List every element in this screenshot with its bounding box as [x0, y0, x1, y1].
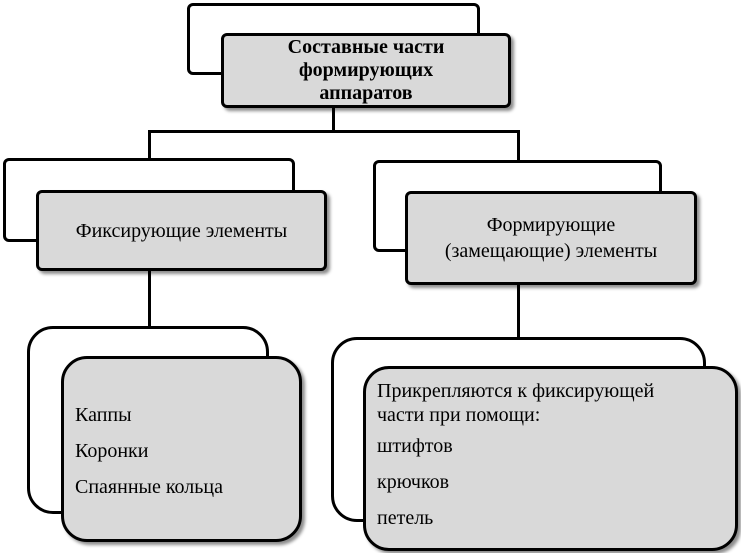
root-node: Составные части формирующих аппаратов: [221, 33, 511, 108]
right-list-item: штифтов: [377, 435, 453, 457]
root-title-line: Составные части: [287, 36, 445, 58]
connector-left-down: [148, 130, 151, 160]
connector-left-to-list: [148, 270, 151, 328]
right-category-label-line: Формирующие: [486, 214, 616, 236]
left-category-label: Фиксирующие элементы: [75, 219, 288, 242]
right-intro-line: части при помощи:: [377, 404, 541, 426]
right-category-label-line: (замещающие) элементы: [444, 240, 658, 262]
left-category-node: Фиксирующие элементы: [36, 190, 327, 271]
connector-root-down: [332, 104, 335, 132]
right-category-node: Формирующие (замещающие) элементы: [405, 191, 697, 285]
connector-right-to-list: [517, 284, 520, 340]
right-list-node: Прикрепляются к фиксирующей части при по…: [363, 366, 738, 551]
root-title-line: аппаратов: [319, 82, 413, 104]
right-list-item: петель: [377, 507, 434, 529]
right-list-item: крючков: [377, 471, 450, 493]
left-list-item: Каппы: [75, 404, 132, 426]
left-list-node: Каппы Коронки Спаянные кольца: [61, 356, 302, 542]
left-list-item: Спаянные кольца: [75, 476, 223, 498]
left-list-item: Коронки: [75, 440, 149, 462]
connector-right-down: [517, 130, 520, 162]
root-title-line: формирующих: [298, 59, 434, 81]
right-intro-line: Прикрепляются к фиксирующей: [377, 380, 655, 402]
connector-horizontal: [148, 130, 520, 133]
